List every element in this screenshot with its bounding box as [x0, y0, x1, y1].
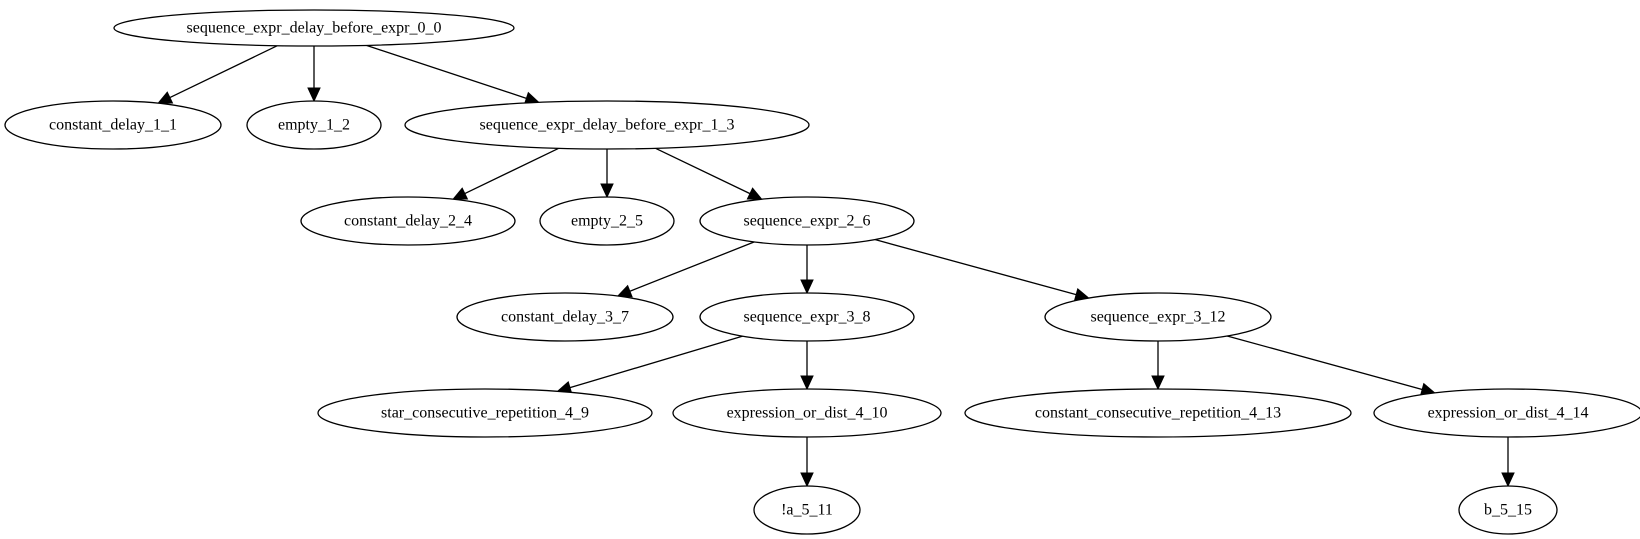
arrowhead: [800, 279, 814, 295]
node-sequence-expr-3-8: sequence_expr_3_8: [699, 292, 915, 342]
edge-line: [366, 44, 527, 99]
node-empty-1-2: empty_1_2: [246, 100, 382, 150]
node-label: star_consecutive_repetition_4_9: [381, 405, 589, 422]
edge-n14-n15: [1501, 437, 1515, 488]
node-a-5-11: !a_5_11: [753, 485, 861, 535]
edge-n0-n2: [307, 46, 321, 103]
arrowhead: [746, 187, 763, 200]
node-expression-or-dist-4-10: expression_or_dist_4_10: [672, 388, 942, 438]
arrowhead: [600, 183, 614, 199]
node-ellipse: [246, 100, 382, 150]
edge-n8-n9: [556, 335, 743, 395]
node-ellipse: [1373, 388, 1640, 438]
edge-n0-n1: [157, 45, 278, 104]
node-ellipse: [1044, 292, 1272, 342]
edges: [157, 44, 1515, 488]
edge-line: [629, 241, 755, 292]
nodes: sequence_expr_delay_before_expr_0_0const…: [4, 9, 1640, 535]
edge-n12-n13: [1151, 341, 1165, 391]
node-constant-delay-2-4: constant_delay_2_4: [300, 196, 516, 246]
arrowhead: [307, 87, 321, 103]
node-label: sequence_expr_3_8: [743, 309, 870, 326]
node-sequence-expr-2-6: sequence_expr_2_6: [699, 196, 915, 246]
edge-n6-n8: [800, 245, 814, 295]
node-label: sequence_expr_delay_before_expr_1_3: [480, 117, 735, 134]
node-ellipse: [672, 388, 942, 438]
edge-line: [464, 147, 559, 195]
node-ellipse: [113, 9, 515, 47]
node-ellipse: [539, 196, 675, 246]
arrowhead: [157, 91, 174, 104]
node-label: !a_5_11: [781, 502, 833, 519]
node-empty-2-5: empty_2_5: [539, 196, 675, 246]
edge-n8-n10: [800, 341, 814, 391]
edge-n10-n11: [800, 437, 814, 488]
edge-line: [1227, 335, 1423, 391]
node-ellipse: [1458, 485, 1558, 535]
edge-n0-n3: [366, 44, 540, 105]
edge-n6-n7: [616, 241, 755, 298]
node-b-5-15: b_5_15: [1458, 485, 1558, 535]
node-label: constant_delay_1_1: [49, 117, 177, 134]
arrowhead: [1501, 472, 1515, 488]
node-label: b_5_15: [1484, 502, 1532, 519]
edge-line: [569, 335, 743, 389]
node-constant-delay-3-7: constant_delay_3_7: [456, 292, 674, 342]
node-sequence-expr-3-12: sequence_expr_3_12: [1044, 292, 1272, 342]
arrowhead: [452, 187, 469, 200]
node-ellipse: [753, 485, 861, 535]
node-ellipse: [4, 100, 222, 150]
edge-line: [655, 147, 751, 195]
node-ellipse: [699, 196, 915, 246]
edge-n12-n14: [1227, 335, 1436, 396]
node-ellipse: [317, 388, 653, 438]
node-label: constant_delay_2_4: [344, 213, 472, 230]
arrowhead: [800, 472, 814, 488]
node-label: expression_or_dist_4_10: [727, 405, 888, 422]
node-star-consecutive-repetition-4-9: star_consecutive_repetition_4_9: [317, 388, 653, 438]
edge-n6-n12: [874, 238, 1090, 302]
node-ellipse: [456, 292, 674, 342]
arrowhead: [616, 284, 633, 298]
edge-n3-n5: [600, 149, 614, 199]
node-ellipse: [300, 196, 516, 246]
edge-line: [874, 238, 1077, 296]
node-label: expression_or_dist_4_14: [1428, 405, 1589, 422]
node-label: constant_consecutive_repetition_4_13: [1035, 405, 1281, 422]
node-constant-delay-1-1: constant_delay_1_1: [4, 100, 222, 150]
node-label: sequence_expr_2_6: [743, 213, 870, 230]
edge-n3-n6: [655, 147, 763, 200]
node-ellipse: [699, 292, 915, 342]
node-label: sequence_expr_delay_before_expr_0_0: [187, 20, 442, 37]
node-sequence-expr-delay-before-expr-1-3: sequence_expr_delay_before_expr_1_3: [404, 100, 810, 150]
edge-line: [169, 45, 278, 99]
arrowhead: [800, 375, 814, 391]
node-expression-or-dist-4-14: expression_or_dist_4_14: [1373, 388, 1640, 438]
node-label: empty_1_2: [278, 117, 350, 134]
node-sequence-expr-delay-before-expr-0-0: sequence_expr_delay_before_expr_0_0: [113, 9, 515, 47]
node-constant-consecutive-repetition-4-13: constant_consecutive_repetition_4_13: [964, 388, 1352, 438]
edge-n3-n4: [452, 147, 559, 200]
node-label: empty_2_5: [571, 213, 643, 230]
node-label: sequence_expr_3_12: [1090, 309, 1225, 326]
node-ellipse: [404, 100, 810, 150]
node-label: constant_delay_3_7: [501, 309, 629, 326]
node-ellipse: [964, 388, 1352, 438]
arrowhead: [1151, 375, 1165, 391]
